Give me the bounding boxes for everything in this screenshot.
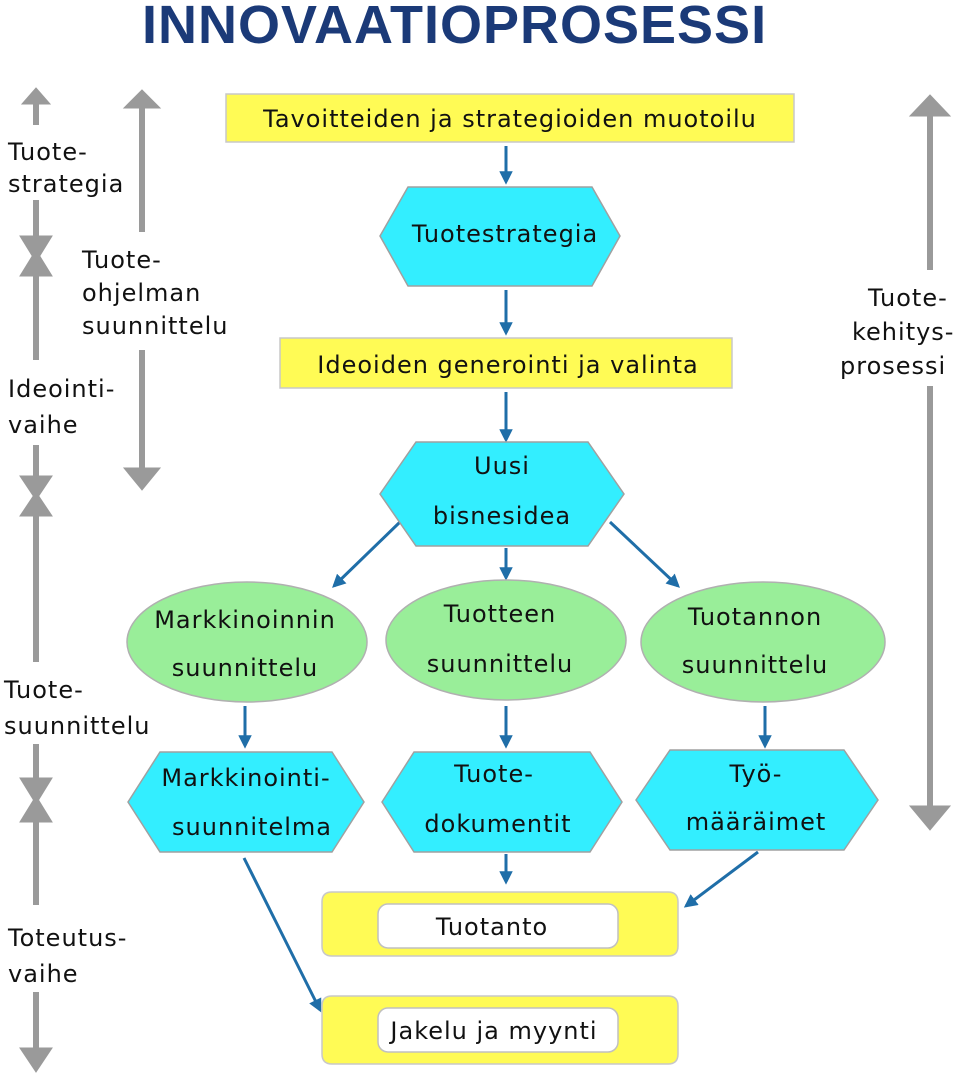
production-inner-box [377, 903, 619, 949]
work-methods-label-1: Työ- [729, 760, 783, 788]
phase-label-development-3: prosessi [840, 352, 946, 380]
phase-label-development-2: kehitys- [852, 318, 954, 346]
flow-arrows [238, 146, 772, 1013]
phase-label-program-3: suunnittelu [82, 312, 228, 340]
new-idea-label-1: Uusi [474, 452, 530, 480]
production-planning-ellipse [640, 581, 886, 703]
idea-generation-label: Ideoiden generointi ja valinta [317, 351, 698, 379]
production-label: Tuotanto [435, 913, 548, 941]
phase-label-design-2: suunnittelu [4, 712, 150, 740]
phase-label-implementation-1: Toteutus- [7, 924, 127, 952]
phase-label-program-2: ohjelman [82, 279, 201, 307]
marketing-plan-label-2: suunnitelma [172, 813, 332, 841]
goals-label: Tavoitteiden ja strategioiden muotoilu [262, 105, 757, 133]
marketing-plan-hexagon [127, 751, 365, 853]
phase-label-strategy-2: strategia [8, 170, 124, 198]
product-strategy-hexagon [379, 186, 621, 287]
new-idea-label-2: bisnesidea [433, 502, 571, 530]
marketing-plan-label-1: Markkinointi- [161, 764, 330, 792]
distribution-inner-box [377, 1007, 619, 1053]
production-planning-label-1: Tuotannon [687, 603, 822, 631]
right-phase-bar [908, 94, 952, 831]
product-docs-label-1: Tuote- [453, 760, 534, 788]
work-methods-label-2: määräimet [686, 808, 827, 836]
work-methods-hexagon [635, 749, 879, 851]
product-docs-label-2: dokumentit [424, 810, 571, 838]
marketing-planning-label-1: Markkinoinnin [154, 606, 336, 634]
middle-phase-bar [122, 89, 162, 491]
page-title: INNOVAATIOPROSESSI [142, 0, 768, 55]
distribution-label: Jakelu ja myynti [388, 1017, 597, 1045]
phase-label-implementation-2: vaihe [8, 960, 79, 988]
phase-label-strategy-1: Tuote- [7, 138, 88, 166]
phase-label-design-1: Tuote- [3, 676, 84, 704]
production-planning-label-2: suunnittelu [682, 651, 828, 679]
product-planning-label-1: Tuotteen [443, 600, 556, 628]
product-planning-ellipse [385, 579, 627, 701]
goals-box [225, 93, 795, 143]
idea-generation-box [279, 337, 733, 389]
product-docs-hexagon [381, 751, 623, 853]
product-strategy-label: Tuotestrategia [411, 220, 598, 248]
phase-label-program-1: Tuote- [81, 246, 162, 274]
left-phase-bar [19, 87, 53, 1073]
marketing-planning-ellipse [126, 581, 368, 703]
phase-label-ideation-2: vaihe [8, 411, 79, 439]
marketing-planning-label-2: suunnittelu [172, 654, 318, 682]
phase-label-development-1: Tuote- [867, 284, 948, 312]
product-planning-label-2: suunnittelu [427, 650, 573, 678]
phase-label-ideation-1: Ideointi- [8, 375, 115, 403]
new-idea-hexagon [379, 441, 625, 547]
